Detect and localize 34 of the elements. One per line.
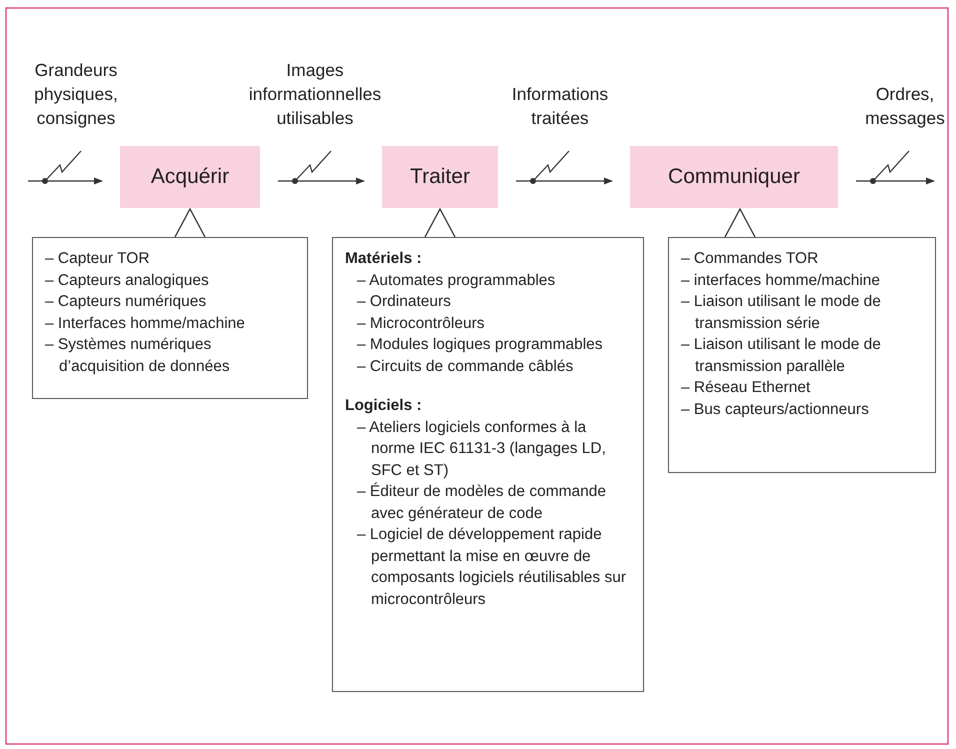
list-item: – Modules logiques programmables — [357, 335, 604, 355]
callout-box — [32, 237, 308, 399]
process-label: Traiter — [410, 165, 470, 189]
process-label: Communiquer — [668, 165, 800, 189]
process-box — [382, 146, 498, 208]
list-item: – Logiciel de développement rapide permettant la mise en œuvre de composants logiciels réutilisables sur microcontrôleurs — [357, 525, 628, 610]
list-item: – Systèmes numériques d’acquisition de données — [45, 335, 231, 376]
list-item: – Capteur TOR — [45, 249, 151, 269]
edge-label: Grandeurs physiques, consignes — [33, 59, 119, 130]
list-item: – Bus capteurs/actionneurs — [681, 400, 870, 420]
list-item: – Ateliers logiciels conformes à la norme IEC 61131-3 (langages LD, SFC et ST) — [357, 418, 607, 480]
list-item: – Liaison utilisant le mode de transmission série — [681, 292, 882, 334]
list-item: – Réseau Ethernet — [681, 378, 812, 398]
edge-label: Ordres, messages — [864, 83, 946, 130]
process-box — [120, 146, 260, 208]
list-item: – Capteurs numériques — [45, 292, 208, 312]
list-item: – Liaison utilisant le mode de transmission parallèle — [681, 335, 882, 376]
list-item: – Interfaces homme/machine — [45, 314, 246, 334]
section-heading: Matériels : — [345, 249, 423, 269]
process-label: Acquérir — [150, 165, 230, 189]
edge-label: Informations traitées — [510, 83, 610, 130]
callout-box — [668, 237, 936, 473]
list-item: – Microcontrôleurs — [357, 314, 486, 334]
process-box — [630, 146, 838, 208]
list-item: – Capteurs analogiques — [45, 270, 210, 290]
list-item: – Éditeur de modèles de commande avec générateur de code — [357, 482, 608, 524]
list-item: – interfaces homme/machine — [681, 270, 882, 290]
list-item: – Commandes TOR — [681, 249, 820, 269]
edge-label: Images informationnelles utilisables — [248, 59, 382, 130]
list-item: – Automates programmables — [357, 270, 556, 290]
callout-box — [332, 237, 644, 692]
list-item: – Ordinateurs — [357, 292, 452, 312]
list-item: – Circuits de commande câblés — [357, 356, 574, 376]
section-heading: Logiciels : — [345, 396, 423, 416]
